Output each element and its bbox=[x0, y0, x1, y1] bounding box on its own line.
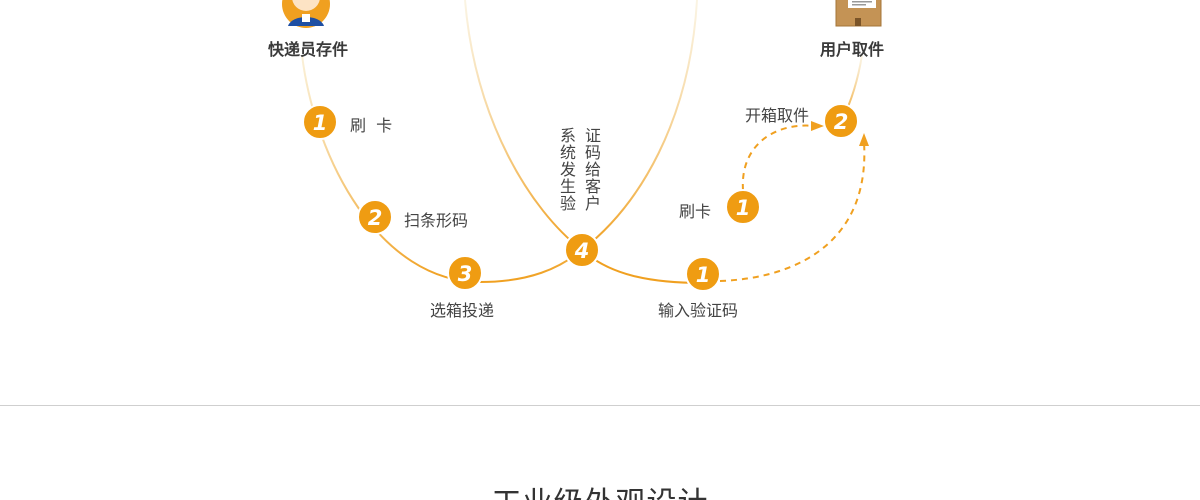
dashed-flow-left bbox=[741, 124, 816, 191]
courier-step-3-label: 选箱投递 bbox=[430, 301, 495, 320]
user-step-input-label: 输入验证码 bbox=[658, 301, 739, 320]
courier-step-2-badge: 2 bbox=[357, 199, 393, 235]
courier-step-1-label: 刷 卡 bbox=[350, 116, 393, 135]
svg-text:1: 1 bbox=[736, 196, 751, 220]
dashed-arrow-up bbox=[859, 133, 869, 146]
user-title: 用户取件 bbox=[820, 40, 885, 59]
courier-avatar-icon bbox=[282, 0, 330, 28]
courier-step-4-badge: 4 bbox=[564, 232, 600, 268]
svg-text:1: 1 bbox=[696, 263, 711, 287]
section-title: 工业级外观设计 bbox=[0, 478, 1200, 500]
user-step-input-badge: 1 bbox=[685, 256, 721, 292]
verification-flow-curve-right bbox=[581, 0, 698, 251]
svg-text:2: 2 bbox=[834, 110, 849, 134]
courier-step-2-label: 扫条形码 bbox=[404, 211, 469, 230]
courier-step-4-label-left: 系统发生验 bbox=[560, 126, 577, 213]
svg-text:1: 1 bbox=[313, 111, 328, 135]
courier-step-3-badge: 3 bbox=[447, 255, 483, 291]
user-step-open-label: 开箱取件 bbox=[745, 106, 810, 125]
svg-text:2: 2 bbox=[368, 206, 383, 230]
svg-text:4: 4 bbox=[574, 239, 590, 263]
dashed-arrow-right bbox=[811, 121, 824, 131]
user-flow-curve bbox=[581, 249, 704, 284]
user-step-card-label: 刷卡 bbox=[679, 202, 712, 221]
dashed-flow-right bbox=[719, 141, 866, 282]
courier-title: 快递员存件 bbox=[268, 40, 349, 59]
user-step-open-badge: 2 bbox=[823, 103, 859, 139]
user-step-card-badge: 1 bbox=[725, 189, 761, 225]
section-divider bbox=[0, 405, 1200, 406]
courier-step-4-label-right: 证码给客户 bbox=[585, 126, 602, 213]
verification-flow-curve bbox=[464, 0, 583, 251]
svg-text:3: 3 bbox=[458, 262, 473, 286]
parcel-box-icon bbox=[835, 0, 882, 27]
courier-step-1-badge: 1 bbox=[302, 104, 338, 140]
courier-flow-curve bbox=[301, 54, 583, 284]
